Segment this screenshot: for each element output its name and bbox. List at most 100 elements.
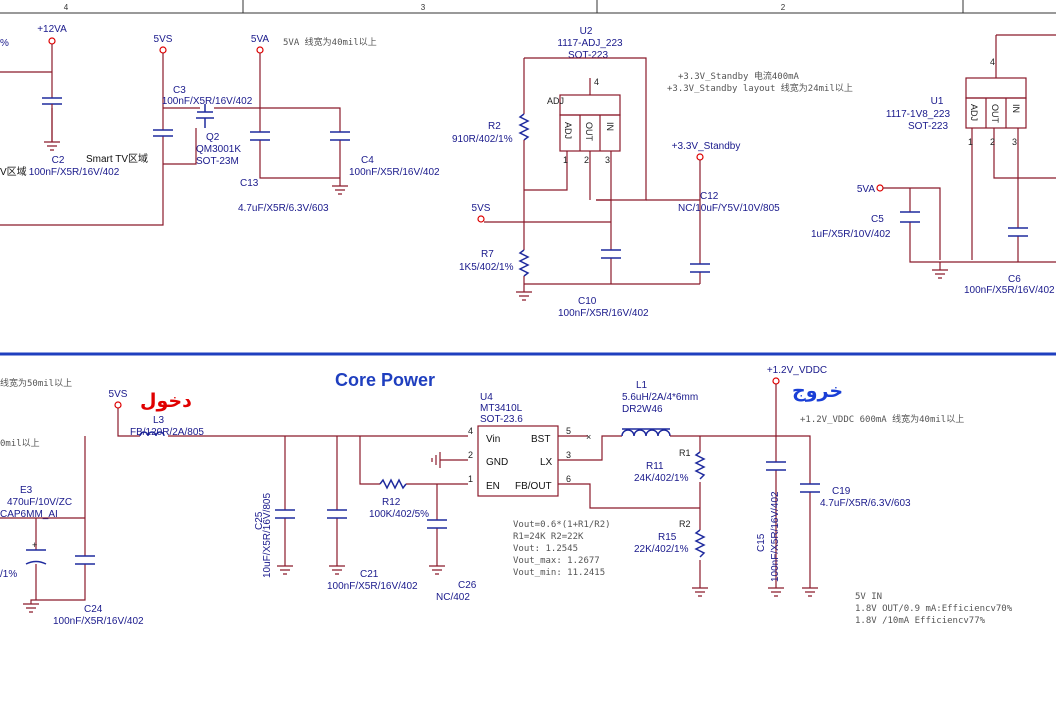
u1-pin2: 2	[990, 137, 995, 147]
c4-ref: C4	[361, 155, 374, 166]
u4-pinnum-en: 1	[468, 474, 473, 484]
left-width-note-2: 0mil以上	[0, 438, 40, 449]
r11-ref: R11	[646, 461, 664, 472]
tv-zone-note: V区域	[0, 165, 27, 178]
q2-package: SOT-23M	[196, 156, 239, 167]
core-output-block: L1 5.6uH/2A/4*6mm DR2W46 R1 R11 24K/402/…	[621, 365, 964, 597]
zone-label: 4	[64, 3, 69, 12]
r7-ref: R7	[481, 249, 494, 260]
u4-part: MT3410L	[480, 403, 523, 414]
u1-pin4: 4	[990, 57, 995, 67]
e3-polarity: +	[32, 540, 37, 550]
net-port-12-vddc	[772, 377, 780, 385]
core-input-block: 5VS L3 FB/120R/2A/805 + E3 470uF/10V/ZC …	[0, 389, 477, 627]
top-middle-block: U2 1117-ADJ_223 SOT-223 ADJ 4 1 2 3 ADJ …	[452, 26, 853, 319]
efficiency-notes: 5V IN 1.8V OUT/0.9 mA:Efficiencv70% 1.8V…	[855, 592, 1013, 626]
c26-ref: C26	[458, 580, 477, 591]
r15-value: 22K/402/1%	[634, 544, 689, 555]
c21-value: 100nF/X5R/16V/402	[327, 581, 418, 592]
u1-part: 1117-1V8_223	[886, 109, 951, 120]
5va-width-note: 5VA 线宽为40mil以上	[283, 36, 377, 48]
u1-package: SOT-223	[908, 121, 948, 132]
r12-value: 100K/402/5%	[369, 509, 429, 520]
u1-pin2-label: OUT	[990, 104, 1000, 124]
formula-line: Vout: 1.2545	[513, 544, 578, 554]
e3-tol: /1%	[0, 569, 17, 580]
pct-fragment: %	[0, 38, 9, 49]
q2-part: QM3001K	[196, 144, 241, 155]
u2-pin1-label: ADJ	[563, 122, 573, 139]
e3-ref: E3	[20, 485, 33, 496]
u4-ref: U4	[480, 392, 493, 403]
u4-pinnum-vin: 4	[468, 426, 473, 436]
net-5vs-label: 5VS	[154, 34, 173, 45]
r7-value: 1K5/402/1%	[459, 262, 514, 273]
net-5vs-mid-label: 5VS	[472, 203, 491, 214]
r15-tag: R2	[679, 519, 691, 529]
net-port-5vs-mid	[477, 215, 485, 223]
c19-ref: C19	[832, 486, 851, 497]
r2-ref: R2	[488, 121, 501, 132]
section-title: Core Power	[335, 370, 435, 390]
net-port-12va	[48, 37, 56, 45]
l1-ref: L1	[636, 380, 648, 391]
c12-value: NC/10uF/Y5V/10V/805	[678, 203, 780, 214]
u1-pin1: 1	[968, 137, 973, 147]
top-right-block: U1 1117-1V8_223 SOT-223 4 1 2 3 ADJ OUT …	[811, 34, 1056, 296]
frame-header: 4 3 2	[0, 0, 1056, 14]
u4-pin-vin: Vin	[486, 434, 500, 445]
e3-value: 470uF/10V/ZC	[7, 497, 72, 508]
u2-part: 1117-ADJ_223	[557, 38, 623, 49]
u4-pin-fb: FB/OUT	[515, 481, 552, 492]
l1-part: DR2W46	[622, 404, 663, 415]
u1-pin1-label: ADJ	[969, 104, 979, 121]
smart-tv-note: Smart TV区域	[86, 152, 148, 165]
top-left-block: % +12VA C2 100nF/X5R/16V/402 V区域 Smart T…	[0, 24, 440, 226]
net-port-33-standby	[696, 153, 704, 161]
net-33-standby-label: +3.3V_Standby	[672, 141, 741, 152]
net-port-5va-right	[876, 184, 884, 192]
net-5vs-core-label: 5VS	[109, 389, 128, 400]
bst-nc-mark: ×	[586, 432, 591, 442]
formula-line: Vout_max: 1.2677	[513, 556, 600, 566]
vddc-width-note: +1.2V_VDDC 600mA 线宽为40mil以上	[800, 413, 964, 425]
regulator-u2	[524, 78, 621, 200]
c2-value: 100nF/X5R/16V/402	[29, 167, 120, 178]
c15-ref: C15	[756, 533, 767, 552]
c13-ref: C13	[240, 178, 259, 189]
u4-package: SOT-23.6	[480, 414, 523, 425]
l3-value: FB/120R/2A/805	[130, 427, 204, 438]
c26-value: NC/402	[436, 592, 470, 603]
c25-ref: C25	[254, 511, 265, 530]
efficiency-line: 1.8V /10mA Efficiencv77%	[855, 616, 986, 626]
u2-ref: U2	[580, 26, 593, 37]
c25-value: 10uF/X5R/16V/805	[262, 493, 273, 578]
c12-ref: C12	[700, 191, 719, 202]
c6-ref: C6	[1008, 274, 1021, 285]
efficiency-line: 5V IN	[855, 592, 882, 602]
net-5va-right-label: 5VA	[857, 184, 875, 195]
c13-value: 4.7uF/X5R/6.3V/603	[238, 203, 329, 214]
regulator-u1	[965, 77, 1056, 260]
c10-value: 100nF/X5R/16V/402	[558, 308, 649, 319]
net-12-vddc-label: +1.2V_VDDC	[767, 365, 827, 376]
zone-label: 2	[781, 3, 786, 12]
net-12va-label: +12VA	[37, 24, 67, 35]
cap-c2	[42, 97, 62, 151]
u1-pin3: 3	[1012, 137, 1017, 147]
r15-ref: R15	[658, 532, 677, 543]
u2-pin3: 3	[605, 155, 610, 165]
c5-ref: C5	[871, 214, 884, 225]
u2-pin2-label: OUT	[584, 122, 594, 142]
mosfet-q2	[196, 104, 260, 128]
u2-pin1: 1	[563, 155, 568, 165]
net-port-5va	[256, 46, 264, 54]
net-port-5vs	[159, 46, 167, 54]
standby-note-current: +3.3V_Standby 电流400mA	[678, 70, 800, 82]
zone-label: 3	[421, 3, 426, 12]
formula-line: Vout_min: 11.2415	[513, 568, 605, 578]
c19-value: 4.7uF/X5R/6.3V/603	[820, 498, 911, 509]
left-width-note: 线宽为50mil以上	[0, 377, 72, 389]
u4-pinnum-gnd: 2	[468, 450, 473, 460]
